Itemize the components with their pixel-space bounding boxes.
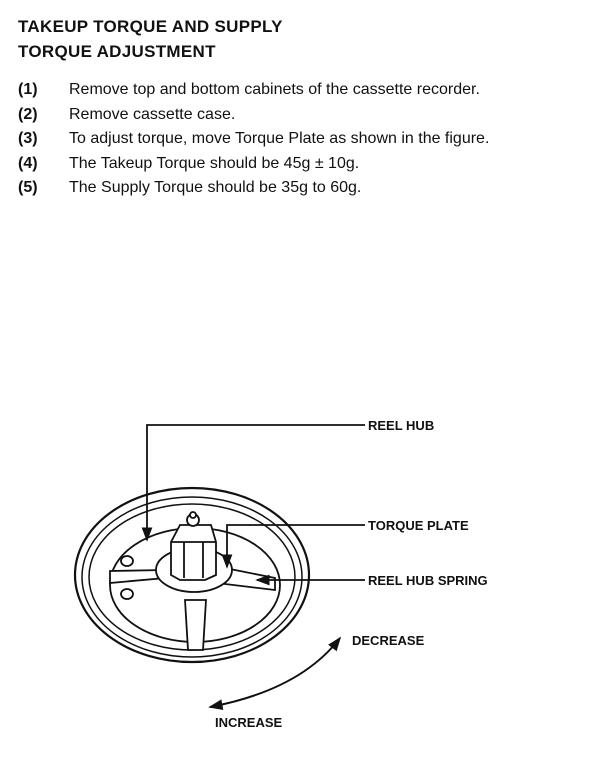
list-item: (2) Remove cassette case. <box>18 103 578 128</box>
torque-plate <box>109 511 276 651</box>
list-item: (3) To adjust torque, move Torque Plate a… <box>18 127 578 152</box>
step-text: The Takeup Torque should be 45g ± 10g. <box>69 154 360 172</box>
step-text: To adjust torque, move Torque Plate as s… <box>69 130 490 147</box>
decrease-arrow <box>209 636 342 708</box>
step-text: Remove cassette case. <box>69 105 236 123</box>
label-increase: INCREASE <box>215 715 283 730</box>
step-text: The Supply Torque should be 35g to 60g. <box>69 179 362 196</box>
step-text: Remove top and bottom cabinets of the ca… <box>69 81 480 98</box>
title-line-2: TORQUE ADJUSTMENT <box>18 42 216 61</box>
increase-arrow <box>208 637 341 710</box>
list-item: (5) The Supply Torque should be 35g to 60… <box>18 176 578 201</box>
step-number: (1) <box>18 81 38 98</box>
step-number: (5) <box>18 179 38 196</box>
steps-list: (1) Remove top and bottom cabinets of the… <box>18 78 578 201</box>
step-number: (2) <box>18 105 38 123</box>
list-item: (4) The Takeup Torque should be 45g ± 10g… <box>18 152 578 177</box>
label-torque-plate: TORQUE PLATE <box>368 518 469 533</box>
label-reel-hub: REEL HUB <box>368 418 434 433</box>
leader-lines <box>141 424 365 710</box>
step-number: (4) <box>18 154 38 172</box>
title-line-1: TAKEUP TORQUE AND SUPPLY <box>18 17 283 36</box>
list-item: (1) Remove top and bottom cabinets of the… <box>18 78 578 103</box>
section-title: TAKEUP TORQUE AND SUPPLY TORQUE ADJUSTME… <box>18 14 283 64</box>
label-reel-hub-spring: REEL HUB SPRING <box>368 573 488 588</box>
label-decrease: DECREASE <box>352 633 425 648</box>
step-number: (3) <box>18 130 38 147</box>
